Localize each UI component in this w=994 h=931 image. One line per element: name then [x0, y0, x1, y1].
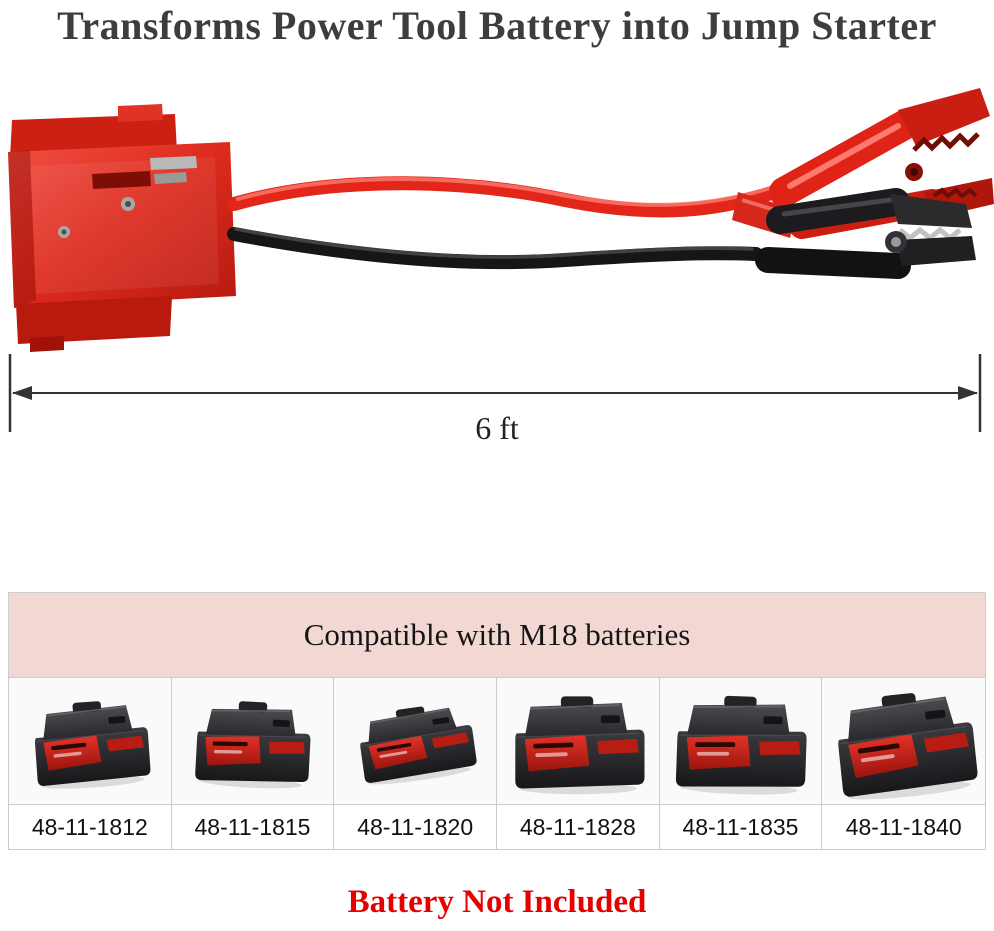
battery-model: 48-11-1828	[497, 805, 660, 849]
battery-photo	[497, 678, 660, 805]
m18-battery-image	[176, 687, 329, 795]
compatibility-header: Compatible with M18 batteries	[9, 593, 985, 678]
compatibility-table: Compatible with M18 batteries 48-11-181	[8, 592, 986, 850]
red-cable	[227, 176, 793, 218]
length-dimension-line	[8, 354, 982, 432]
m18-battery-image	[13, 686, 168, 796]
length-label: 6 ft	[475, 410, 519, 446]
battery-photo-row	[9, 678, 985, 805]
m18-battery-image	[336, 689, 494, 794]
battery-model: 48-11-1812	[9, 805, 172, 849]
m18-battery-image	[822, 678, 985, 805]
battery-model: 48-11-1815	[171, 805, 335, 849]
black-clamp	[732, 188, 976, 279]
battery-photo	[659, 678, 823, 805]
battery-model: 48-11-1840	[822, 805, 985, 849]
battery-photo	[334, 678, 497, 805]
battery-photo	[822, 678, 985, 805]
battery-photo	[9, 678, 172, 805]
battery-not-included-note: Battery Not Included	[347, 884, 647, 920]
m18-battery-image	[500, 684, 656, 798]
battery-model: 48-11-1820	[334, 805, 497, 849]
battery-model: 48-11-1835	[659, 805, 823, 849]
product-photo	[8, 88, 994, 352]
battery-photo	[171, 678, 335, 805]
m18-battery-image	[661, 681, 821, 800]
red-clamp	[769, 88, 994, 239]
battery-adapter	[8, 104, 236, 352]
black-cable	[227, 227, 763, 270]
page-title: Transforms Power Tool Battery into Jump …	[57, 3, 937, 48]
battery-model-row: 48-11-1812 48-11-1815 48-11-1820 48-11-1…	[9, 805, 985, 849]
